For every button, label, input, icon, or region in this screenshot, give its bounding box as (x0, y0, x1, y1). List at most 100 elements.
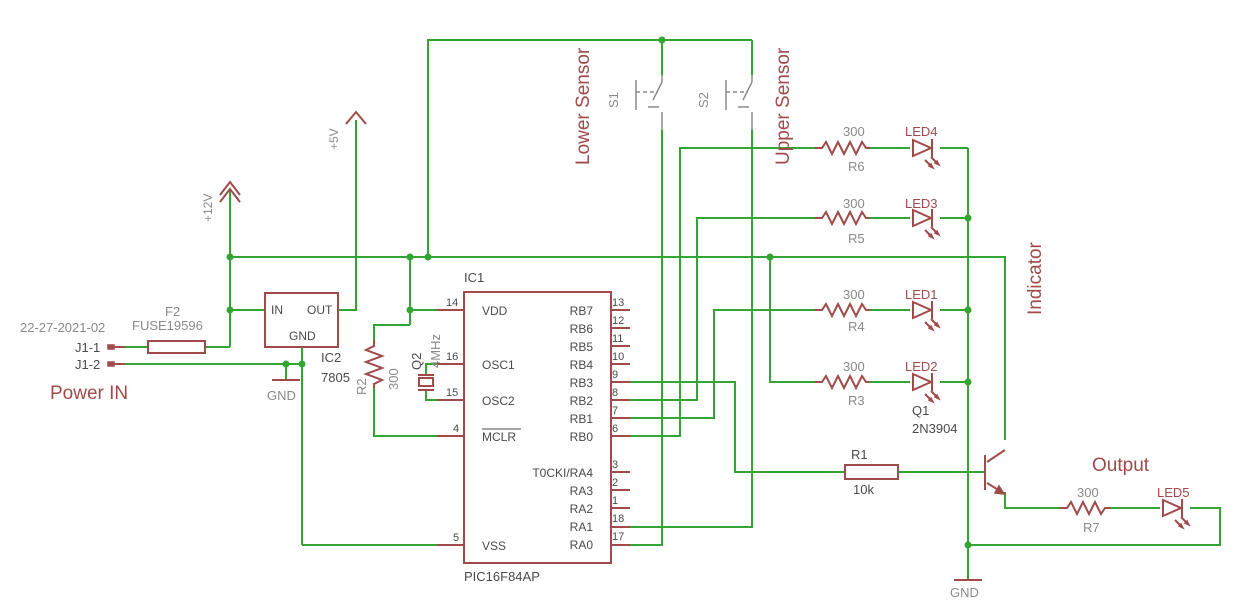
resistor-name: R5 (848, 231, 865, 246)
transistor-value: 2N3904 (912, 421, 958, 436)
led-name: LED3 (905, 196, 938, 211)
j1-1-label: J1-1 (75, 340, 100, 355)
ic1-name: IC1 (464, 270, 484, 285)
led-row: 300 R6 LED4 (815, 124, 941, 174)
resistor-name: R6 (848, 159, 865, 174)
reg-pin-out: OUT (307, 303, 333, 317)
junction-dot (406, 253, 414, 261)
led-icon (912, 372, 934, 392)
r1-name: R1 (851, 447, 868, 462)
upper-sensor-label: Upper Sensor (773, 47, 794, 165)
ic1-pin-num: 15 (446, 387, 458, 399)
resistor-value: 300 (843, 124, 865, 139)
resistor-name: R3 (848, 393, 865, 408)
ic1-pin-label: RB6 (570, 322, 594, 336)
junction-dot (658, 36, 666, 44)
reg-pin-in: IN (271, 303, 283, 317)
led-icon (912, 300, 934, 320)
led-icon (912, 138, 934, 158)
ground-right-symbol: GND (950, 579, 982, 600)
junction-dot (226, 253, 234, 261)
ic1-pin-label: T0CKI/RA4 (532, 466, 593, 480)
lower-sensor-label: Lower Sensor (573, 47, 594, 165)
ic1-pin-num: 10 (612, 351, 624, 363)
ic1-pin-num: 13 (612, 297, 624, 309)
led-icon (1162, 498, 1184, 518)
ic1-microcontroller: IC1 PIC16F84AP 14 VDD 16 OSC1 15 OSC2 4 … (437, 270, 630, 584)
indicator-label: Indicator (1025, 241, 1046, 315)
ic1-pin-num: 4 (453, 423, 459, 435)
led-name: LED2 (905, 359, 938, 374)
ic1-pin-num: 14 (446, 297, 458, 309)
led5-name: LED5 (1157, 485, 1190, 500)
junction-dot (964, 306, 972, 314)
ground-left-symbol: GND (267, 379, 300, 403)
ic1-pin-num: 8 (612, 387, 618, 399)
ic1-pin-label: RA3 (570, 484, 594, 498)
resistor-name: R4 (848, 319, 865, 334)
junction-dot (964, 214, 972, 222)
ic1-pin-num: 2 (612, 477, 618, 489)
resistor-r2: R2 300 (354, 340, 401, 395)
ic1-pin-num: 16 (446, 351, 458, 363)
ic1-pin-num: 11 (612, 333, 623, 345)
output-label: Output (1092, 455, 1150, 476)
resistor (815, 139, 870, 157)
ic1-pin-label: RB2 (570, 394, 594, 408)
resistor-value: 300 (843, 359, 865, 374)
reg-name: IC2 (321, 350, 341, 365)
r7-value: 300 (1077, 485, 1099, 500)
transistor-q1: Q1 2N3904 (912, 403, 1006, 495)
ic1-pin-num: 18 (612, 513, 624, 525)
junctions (226, 36, 972, 549)
ic1-pin-label: MCLR (482, 430, 516, 444)
fuse-f2: F2 FUSE19596 (132, 304, 206, 354)
ic1-pin-label: OSC1 (482, 358, 515, 372)
power-in-label: Power IN (50, 383, 128, 404)
reg-value: 7805 (321, 370, 350, 385)
reg-pin-gnd: GND (289, 329, 316, 343)
fuse-value: FUSE19596 (132, 318, 203, 333)
j1-2-label: J1-2 (75, 357, 100, 372)
ic1-pin-num: 12 (612, 315, 624, 327)
crystal-q2: Q2 4MHz (409, 334, 443, 391)
ic1-pin-label: RA1 (570, 520, 594, 534)
ic1-pin-num: 17 (612, 531, 624, 543)
crystal-value: 4MHz (428, 334, 443, 368)
ic1-pin-label: RB0 (570, 430, 594, 444)
ic1-pin-num: 9 (612, 369, 618, 381)
power-5v-label: +5V (327, 128, 341, 150)
ic1-pin-label: RB5 (570, 340, 594, 354)
junction-dot (406, 306, 414, 314)
ic1-pin-label: RA2 (570, 502, 594, 516)
r2-value: 300 (386, 368, 401, 390)
ic1-pin-label: RB3 (570, 376, 594, 390)
switch-s2: S2 (696, 75, 753, 130)
r7-name: R7 (1083, 520, 1100, 535)
ground-right-label: GND (950, 585, 979, 600)
resistor (815, 373, 870, 391)
r1-value: 10k (853, 482, 874, 497)
ic1-pin-num: 6 (612, 423, 618, 435)
led-row: 300 R5 LED3 (815, 196, 941, 246)
led5: LED5 (1157, 485, 1191, 530)
ic1-pin-label: RB7 (570, 304, 594, 318)
ic1-pin-label: RB1 (570, 412, 594, 426)
junction-dot (282, 360, 290, 368)
resistor (815, 209, 870, 227)
led-name: LED1 (905, 287, 938, 302)
power-5v-symbol: +5V (327, 110, 367, 150)
led-row: 300 R4 LED1 (815, 287, 941, 334)
junction-dot (226, 306, 234, 314)
switch-s1: S1 (606, 75, 663, 130)
ic1-pin-label: VSS (482, 539, 506, 553)
junction-dot (964, 541, 972, 549)
ic1-pin-num: 5 (453, 532, 459, 544)
switch-s2-label: S2 (696, 92, 711, 108)
wires (125, 39, 1221, 580)
r2-name: R2 (354, 378, 369, 395)
resistor (815, 301, 870, 319)
junction-dot (964, 378, 972, 386)
fuse-name: F2 (165, 304, 180, 319)
